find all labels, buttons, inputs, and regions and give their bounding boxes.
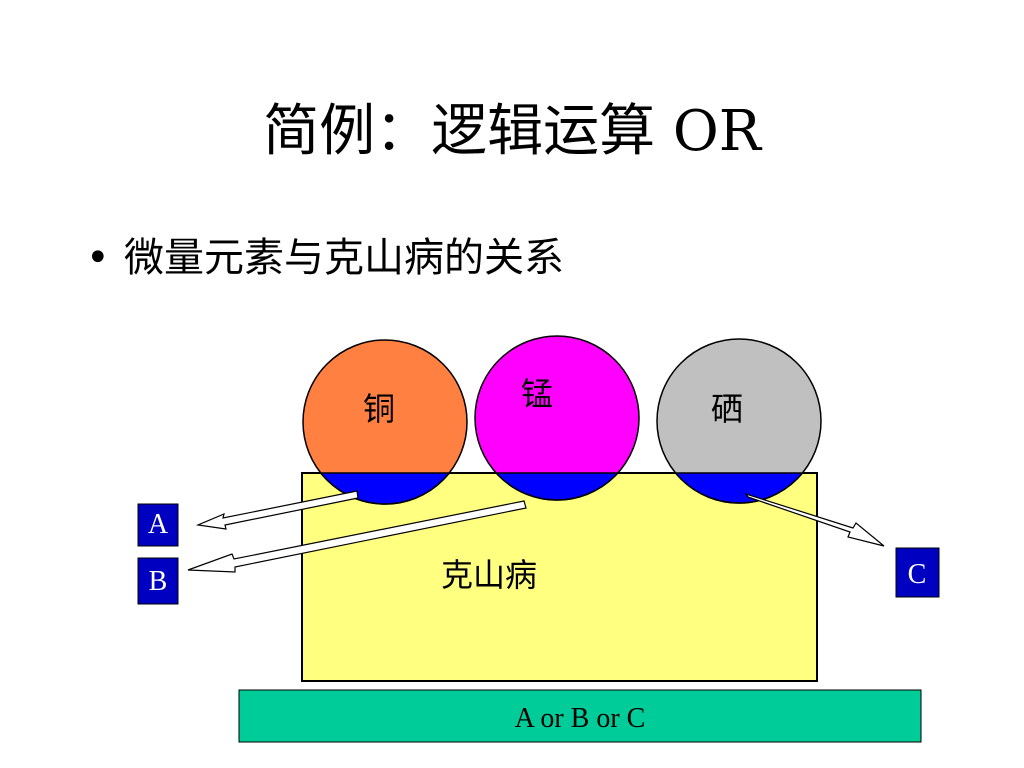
slide-title: 简例：逻辑运算 OR xyxy=(263,99,761,164)
box-a-label: A xyxy=(148,509,169,540)
result-bar xyxy=(238,689,922,743)
disease-region xyxy=(301,472,818,682)
bullet-dot: • xyxy=(86,235,110,281)
result-label: A or B or C xyxy=(515,703,646,734)
bullet-item: • 微量元素与克山病的关系 xyxy=(86,230,564,286)
manganese-overlap xyxy=(495,473,619,501)
arrow-to-c xyxy=(744,492,885,547)
selenium-label: 硒 xyxy=(711,390,743,428)
box-b-label: B xyxy=(149,566,168,597)
bullet-text: 微量元素与克山病的关系 xyxy=(124,235,564,281)
box-c xyxy=(895,547,940,598)
disease-label: 克山病 xyxy=(441,556,537,594)
arrow-to-a xyxy=(195,490,359,530)
box-b xyxy=(137,557,179,605)
selenium-overlap xyxy=(674,473,804,504)
manganese-label: 锰 xyxy=(521,375,553,413)
box-a xyxy=(137,503,179,547)
copper-label: 铜 xyxy=(363,390,395,428)
box-c-label: C xyxy=(908,559,927,590)
arrow-to-b xyxy=(187,500,527,573)
